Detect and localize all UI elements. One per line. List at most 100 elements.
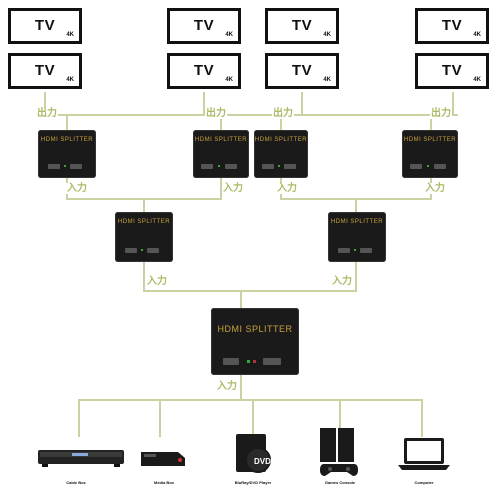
tv-stand: [173, 86, 235, 89]
tv-screen: TV 4K: [8, 53, 82, 89]
input-label: 入力: [331, 276, 353, 287]
connector-line: [143, 290, 357, 292]
splitter-brand: HDMI SPLITTER: [403, 137, 457, 143]
games-console-icon: [320, 428, 358, 476]
tv-resolution: 4K: [323, 32, 331, 38]
hdmi-splitter: HDMI SPLITTER: [38, 130, 96, 178]
tv-screen: TV 4K: [415, 53, 489, 89]
tv-resolution: 4K: [66, 77, 74, 83]
hdmi-port: [338, 248, 350, 253]
splitter-brand: HDMI SPLITTER: [254, 137, 308, 143]
power-led: [218, 165, 220, 167]
power-led: [427, 165, 429, 167]
connector-line: [203, 92, 205, 116]
hdmi-splitter: HDMI SPLITTER: [328, 212, 386, 262]
device-label: Media Box: [153, 480, 174, 485]
connector-line: [143, 198, 145, 212]
tv-screen: TV 4K: [167, 8, 241, 44]
power-led: [278, 165, 280, 167]
tv-resolution: 4K: [323, 77, 331, 83]
tv-resolution: 4K: [473, 32, 481, 38]
connector-line: [40, 114, 458, 116]
tv-screen: TV 4K: [8, 8, 82, 44]
splitter-brand: HDMI SPLITTER: [194, 137, 248, 143]
computer-icon: [398, 438, 450, 470]
connector-line: [240, 375, 242, 401]
tv-label: TV: [193, 17, 215, 34]
tv-screen: TV 4K: [265, 8, 339, 44]
connector-line: [159, 399, 161, 437]
power-led: [247, 360, 250, 363]
hdmi-port: [201, 164, 213, 169]
connector-line: [452, 92, 454, 116]
hdmi-port: [48, 164, 60, 169]
hdmi-port: [262, 164, 274, 169]
tv-label: TV: [441, 17, 463, 34]
hdmi-splitter: HDMI SPLITTER: [115, 212, 173, 262]
tv-stand: [14, 41, 76, 44]
hdmi-port: [410, 164, 422, 169]
hdmi-port: [263, 358, 281, 365]
tv-stand: [173, 41, 235, 44]
splitter-brand: HDMI SPLITTER: [330, 219, 384, 225]
hdmi-port: [70, 164, 82, 169]
hdmi-port: [223, 358, 239, 365]
input-label: 入力: [424, 183, 446, 194]
device-label: Cable Box: [66, 480, 86, 485]
connector-line: [66, 114, 68, 130]
tv-resolution: 4K: [225, 32, 233, 38]
power-led: [253, 360, 256, 363]
connector-line: [220, 114, 222, 130]
tv-resolution: 4K: [66, 32, 74, 38]
tv-resolution: 4K: [473, 77, 481, 83]
tv-stand: [421, 41, 483, 44]
tv-label: TV: [291, 17, 313, 34]
tv-stand: [271, 86, 333, 89]
tv-screen: TV 4K: [265, 53, 339, 89]
hdmi-port: [360, 248, 372, 253]
media-box-icon: [141, 452, 185, 466]
cable-box-icon: [38, 450, 124, 467]
hdmi-port: [147, 248, 159, 253]
connector-line: [355, 262, 357, 292]
tv-screen: TV 4K: [167, 53, 241, 89]
hdmi-port: [125, 248, 137, 253]
splitter-brand: HDMI SPLITTER: [40, 137, 94, 143]
input-label: 入力: [66, 183, 88, 194]
svg-text:DVD: DVD: [254, 457, 271, 466]
connector-line: [143, 262, 145, 292]
tv-label: TV: [291, 62, 313, 79]
device-label: Games Console: [324, 480, 356, 485]
splitter-brand: HDMI SPLITTER: [217, 324, 293, 334]
connector-line: [220, 178, 222, 200]
connector-line: [421, 399, 423, 437]
output-label: 出力: [36, 108, 58, 119]
power-led: [354, 249, 356, 251]
tv-label: TV: [441, 62, 463, 79]
connector-line: [301, 92, 303, 116]
device-label: Computer: [414, 480, 434, 485]
input-label: 入力: [216, 381, 238, 392]
output-label: 出力: [430, 108, 452, 119]
connector-line: [252, 399, 254, 437]
input-label: 入力: [146, 276, 168, 287]
hdmi-splitter: HDMI SPLITTER: [402, 130, 458, 178]
bluray-dvd-player-icon: DVD: [236, 434, 271, 473]
input-label: 入力: [222, 183, 244, 194]
output-label: 出力: [205, 108, 227, 119]
connector-line: [78, 399, 421, 401]
hdmi-port: [225, 164, 237, 169]
output-label: 出力: [272, 108, 294, 119]
splitter-brand: HDMI SPLITTER: [117, 219, 171, 225]
tv-label: TV: [193, 62, 215, 79]
tv-stand: [14, 86, 76, 89]
connector-line: [430, 114, 432, 130]
connector-line: [44, 92, 46, 116]
connector-line: [240, 290, 242, 308]
tv-stand: [271, 41, 333, 44]
connector-line: [355, 198, 357, 212]
tv-stand: [421, 86, 483, 89]
connector-line: [280, 114, 282, 130]
power-led: [141, 249, 143, 251]
main-hdmi-splitter: HDMI SPLITTER: [211, 308, 299, 375]
